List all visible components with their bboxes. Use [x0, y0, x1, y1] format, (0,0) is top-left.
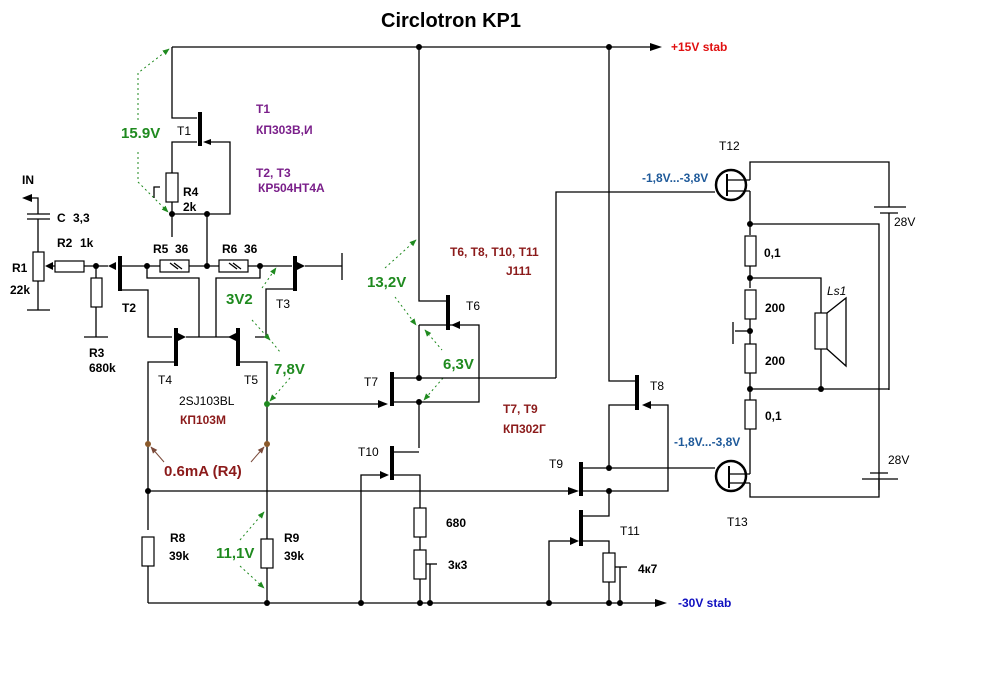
current-source-t10: T10 680 3к3 [358, 445, 468, 603]
measurement-3v2: 3V2 [226, 291, 253, 308]
battery-top-label: 28V [894, 215, 915, 229]
jfet-note-title: T6, T8, T10, T11 [450, 245, 539, 259]
t10-label: T10 [358, 445, 379, 459]
output-t12: 28V T12 -1,8V...-3,8V 0,1 200 200 Ls1 0,… [642, 139, 915, 490]
t12-label: T12 [719, 139, 740, 153]
rs-bot-value: 0,1 [765, 409, 782, 423]
r2-value: 1k [80, 236, 94, 250]
transistor-t1: T1 R4 2k [153, 47, 231, 237]
r6-value: 36 [244, 242, 258, 256]
bias-bottom: -1,8V...-3,8V [674, 435, 740, 449]
r4-name: R4 [183, 185, 199, 199]
r9-value: 39k [284, 549, 304, 563]
r4-value: 2k [183, 200, 197, 214]
input-label: IN [22, 173, 34, 187]
measurement-7-8v: 7,8V [274, 361, 305, 378]
negative-rail: -30V stab [148, 596, 731, 610]
measurement-6-3v: 6,3V [443, 356, 474, 373]
t23-note-part: КР504НТ4А [258, 181, 325, 195]
t79-note-part: КП302Г [503, 422, 546, 436]
t9-label: T9 [549, 457, 563, 471]
r6-name: R6 [222, 242, 238, 256]
t1-note-title: T1 [256, 102, 270, 116]
r8-value: 39k [169, 549, 189, 563]
t8-label: T8 [650, 379, 664, 393]
t1-note-part: КП303В,И [256, 123, 313, 137]
r5-name: R5 [153, 242, 169, 256]
r1-name: R1 [12, 261, 28, 275]
driver-top: T6 T7 [364, 47, 715, 448]
r4k7-value: 4к7 [638, 562, 658, 576]
measurement-13-2v: 13,2V [367, 274, 406, 291]
driver-bottom: T8 T9 T11 4к7 [548, 47, 715, 603]
diagram-title: Circlotron KP1 [381, 10, 521, 32]
output-t13: 28V T13 -1,8V...-3,8V [674, 429, 909, 529]
c-value: 3,3 [73, 211, 90, 225]
r1-value: 22k [10, 283, 30, 297]
t5-label: T5 [244, 373, 258, 387]
t45-part-a: 2SJ103BL [179, 394, 235, 408]
t11-label: T11 [620, 524, 640, 538]
input-network: IN C 3,3 R1 22k R2 1k R3 680k [10, 173, 116, 375]
t45-part-b: КП103М [180, 413, 226, 427]
rs-top-value: 0,1 [764, 246, 781, 260]
r5-value: 36 [175, 242, 189, 256]
r8-name: R8 [170, 531, 186, 545]
t23-note-title: T2, T3 [256, 166, 291, 180]
differential-input: T2 R5 36 R6 36 T3 [118, 242, 343, 338]
measurement-15-9v: 15.9V [121, 125, 160, 142]
r9-name: R9 [284, 531, 300, 545]
current-measurement: 0.6mA (R4) [164, 463, 242, 480]
bias-top: -1,8V...-3,8V [642, 171, 708, 185]
t4-label: T4 [158, 373, 172, 387]
rd-bot-value: 200 [765, 354, 785, 368]
measurement-11-1v: 11,1V [216, 545, 254, 562]
t2-label: T2 [122, 301, 136, 315]
t4-t5-pair: T4 T5 2SJ103BL КП103М 0.6mA (R4) R8 39k … [141, 328, 568, 603]
t6-label: T6 [466, 299, 480, 313]
positive-supply-label: +15V stab [671, 40, 727, 54]
c-name: C [57, 211, 66, 225]
voltage-measurements: 15.9V 3V2 7,8V 13,2V 6,3V 11,1V [121, 48, 474, 589]
t1-label: T1 [177, 124, 191, 138]
r680-value: 680 [446, 516, 466, 530]
negative-supply-label: -30V stab [678, 596, 731, 610]
r2-name: R2 [57, 236, 73, 250]
speaker-label: Ls1 [827, 284, 846, 298]
t79-note-title: T7, T9 [503, 402, 538, 416]
battery-bottom-label: 28V [888, 453, 909, 467]
t13-label: T13 [727, 515, 748, 529]
positive-rail: +15V stab [172, 40, 727, 54]
t3-label: T3 [276, 297, 290, 311]
rd-top-value: 200 [765, 301, 785, 315]
t7-label: T7 [364, 375, 378, 389]
r3k3-value: 3к3 [448, 558, 468, 572]
jfet-note-part: J111 [506, 264, 532, 278]
r3-name: R3 [89, 346, 105, 360]
r3-value: 680k [89, 361, 116, 375]
